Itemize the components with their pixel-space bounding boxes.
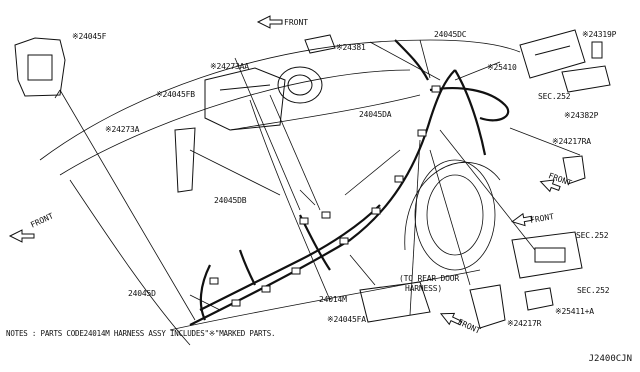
label-24045FB: ※24045FB [156, 90, 195, 99]
component-24381 [304, 34, 336, 54]
component-24045FA [359, 281, 431, 323]
component-24217R [469, 284, 506, 329]
component-24217RA [562, 155, 586, 185]
component-25411A [524, 287, 554, 311]
label-24217RA: ※24217RA [552, 137, 591, 146]
label-24382P: ※24382P [564, 111, 599, 120]
label-25411A: ※25411+A [555, 307, 594, 316]
label-rear-door-2: HARNESS) [405, 284, 442, 293]
component-24045F [14, 37, 66, 97]
label-sec252-low: SEC.252 [577, 286, 610, 295]
label-24045DC: 24045DC [434, 30, 467, 39]
notes-text: NOTES : PARTS CODE24014M HARNESS ASSY IN… [6, 329, 276, 338]
diagram-code: J2400CJN [588, 354, 632, 364]
component-sec252-module [511, 231, 583, 279]
label-24045DA: 24045DA [359, 110, 392, 119]
label-24045F: ※24045F [72, 32, 107, 41]
label-sec252-top: SEC.252 [538, 92, 571, 101]
component-24382P [561, 65, 611, 93]
car-roof-line [59, 69, 411, 176]
label-24014M: 24014M [319, 295, 347, 304]
car-floor-line [169, 269, 481, 331]
component-24045FB [204, 67, 286, 131]
label-24319P: ※24319P [582, 30, 617, 39]
component-25410 [519, 29, 586, 79]
label-rear-door-1: (TO REAR DOOR [399, 274, 460, 283]
leader-lines [54, 39, 581, 321]
label-24273A: ※24273A [105, 125, 140, 134]
component-24273A [174, 127, 196, 193]
label-24045D: 24045D [128, 289, 156, 298]
label-24217R: ※24217R [507, 319, 542, 328]
label-24273AA: ※24273AA [210, 62, 249, 71]
component-24273AA [277, 66, 323, 104]
car-pillar [249, 99, 331, 301]
label-24381: ※24381 [336, 43, 366, 52]
label-sec252-mid: SEC.252 [576, 231, 609, 240]
front-label-top: FRONT [284, 18, 309, 27]
car-body-outline [39, 39, 521, 161]
rear-wheel [414, 159, 496, 271]
car-side-line [69, 179, 191, 346]
rear-wheel-inner [426, 174, 484, 256]
front-arrows [8, 15, 561, 326]
harness-connectors [209, 85, 441, 307]
label-25410: ※25410 [487, 63, 517, 72]
label-24045FA: ※24045FA [327, 315, 366, 324]
car-door-line [229, 94, 421, 131]
component-24319P [591, 41, 603, 59]
main-harness [189, 39, 510, 326]
wheel-arch [404, 162, 501, 251]
label-24045DB: 24045DB [214, 196, 247, 205]
